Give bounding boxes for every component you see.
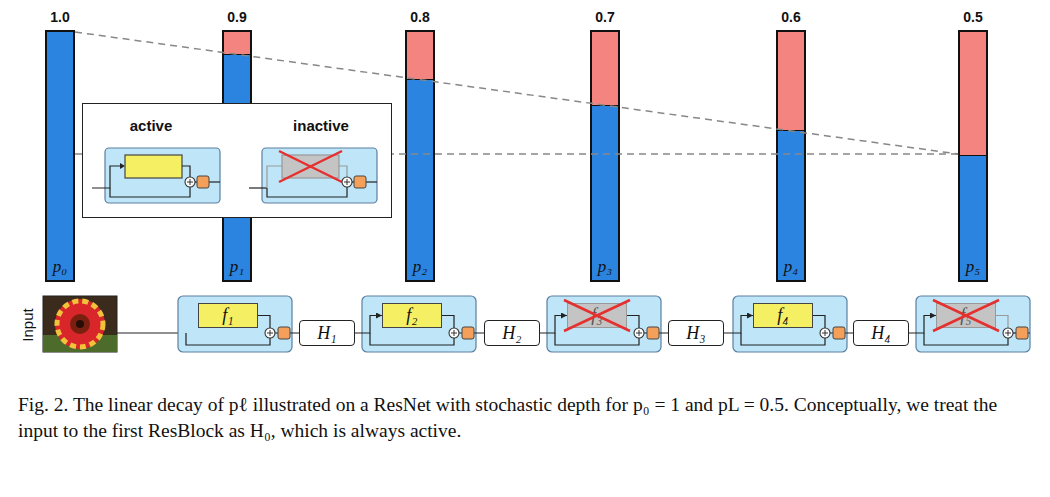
- drop-cross: [933, 300, 999, 331]
- output-wire: [1028, 332, 1030, 333]
- figure-caption: Fig. 2. The linear decay of pℓ illustrat…: [18, 392, 1034, 444]
- relu-square: [1016, 327, 1028, 339]
- adder: [634, 328, 644, 338]
- relu-square: [647, 327, 659, 339]
- signal-connector: [540, 316, 567, 334]
- survival-value: 0.5: [963, 9, 982, 25]
- probability-symbol: p₂: [413, 257, 427, 277]
- probability-bar: 1.0p₀: [45, 30, 75, 282]
- petal-tips: [57, 301, 103, 347]
- survival-value: 0.6: [781, 9, 800, 25]
- feature-map-box: H₂: [484, 320, 540, 346]
- input-wire: [117, 316, 194, 334]
- function-label: f₅: [960, 305, 971, 326]
- drop-probability-segment: [592, 32, 618, 106]
- resblock-frame: [362, 296, 476, 352]
- residual-function-box: f₁: [198, 303, 258, 328]
- probability-symbol: p₃: [598, 257, 612, 277]
- feature-map-box: H₃: [668, 320, 724, 346]
- adder: [1003, 328, 1013, 338]
- relu-square: [278, 327, 290, 339]
- signal-connector: [909, 316, 936, 334]
- flower-petals: [55, 299, 105, 349]
- survival-value: 0.7: [595, 9, 614, 25]
- adder: [265, 328, 275, 338]
- signal-connector: [724, 316, 753, 334]
- legend-inset-box: active inactive: [82, 103, 392, 218]
- residual-function-box: f₄: [753, 303, 813, 328]
- feature-label: H₂: [502, 323, 521, 344]
- signal-connector: [355, 316, 382, 334]
- skip-connection: [186, 333, 270, 345]
- survival-value: 0.8: [410, 9, 429, 25]
- skip-connection: [370, 333, 454, 345]
- feature-label: H₃: [686, 323, 705, 344]
- probability-symbol: p₄: [784, 257, 798, 277]
- adder: [820, 328, 830, 338]
- state-heading: active: [130, 117, 173, 134]
- resblock-frame: [178, 296, 292, 352]
- drop-probability-segment: [224, 32, 250, 55]
- feature-label: H₄: [871, 323, 890, 344]
- state-heading: inactive: [293, 117, 349, 134]
- residual-function-box: f₃: [567, 303, 627, 328]
- skip-connection: [555, 333, 639, 345]
- resblock-frame: [547, 296, 661, 352]
- probability-bar: 0.8p₂: [405, 30, 435, 282]
- signal-connector: [627, 316, 668, 334]
- signal-connector: [258, 316, 299, 334]
- resblock-frame: [916, 296, 1030, 352]
- signal-connector: [813, 316, 853, 334]
- relu-square: [833, 327, 845, 339]
- image-frame: [43, 296, 117, 352]
- probability-symbol: p₀: [53, 257, 67, 277]
- probability-bar: 0.5p₅: [958, 30, 988, 282]
- function-label: f₂: [406, 305, 417, 326]
- residual-function-box: f₂: [382, 303, 442, 328]
- inactive-wire: [996, 316, 1008, 329]
- drop-probability-segment: [960, 32, 986, 156]
- adder: [449, 328, 459, 338]
- function-label: f₃: [591, 305, 602, 326]
- flower-core: [76, 320, 84, 328]
- drop-probability-segment: [778, 32, 804, 131]
- function-label: f₁: [222, 305, 233, 326]
- skip-connection: [924, 333, 1008, 345]
- relu-square: [462, 327, 474, 339]
- drop-probability-segment: [407, 32, 433, 80]
- survival-value: 0.9: [227, 9, 246, 25]
- output-wire: [1013, 332, 1028, 333]
- signal-connector: [442, 316, 484, 334]
- input-image: [43, 296, 117, 352]
- function-label: f₄: [777, 305, 788, 326]
- drop-cross: [564, 300, 630, 331]
- skip-connection: [741, 333, 825, 345]
- probability-symbol: p₅: [966, 257, 980, 277]
- resblock-frame: [733, 296, 847, 352]
- probability-bar: 0.7p₃: [590, 30, 620, 282]
- probability-bar: 0.6p₄: [776, 30, 806, 282]
- feature-map-box: H₄: [853, 320, 909, 346]
- survival-value: 1.0: [50, 9, 69, 25]
- probability-symbol: p₁: [230, 257, 244, 277]
- input-label: Input: [19, 308, 36, 341]
- residual-function-box: f₅: [936, 303, 996, 328]
- image-foliage: [43, 335, 117, 352]
- feature-map-box: H₁: [299, 320, 355, 346]
- flower-center: [70, 314, 90, 334]
- feature-label: H₁: [317, 323, 336, 344]
